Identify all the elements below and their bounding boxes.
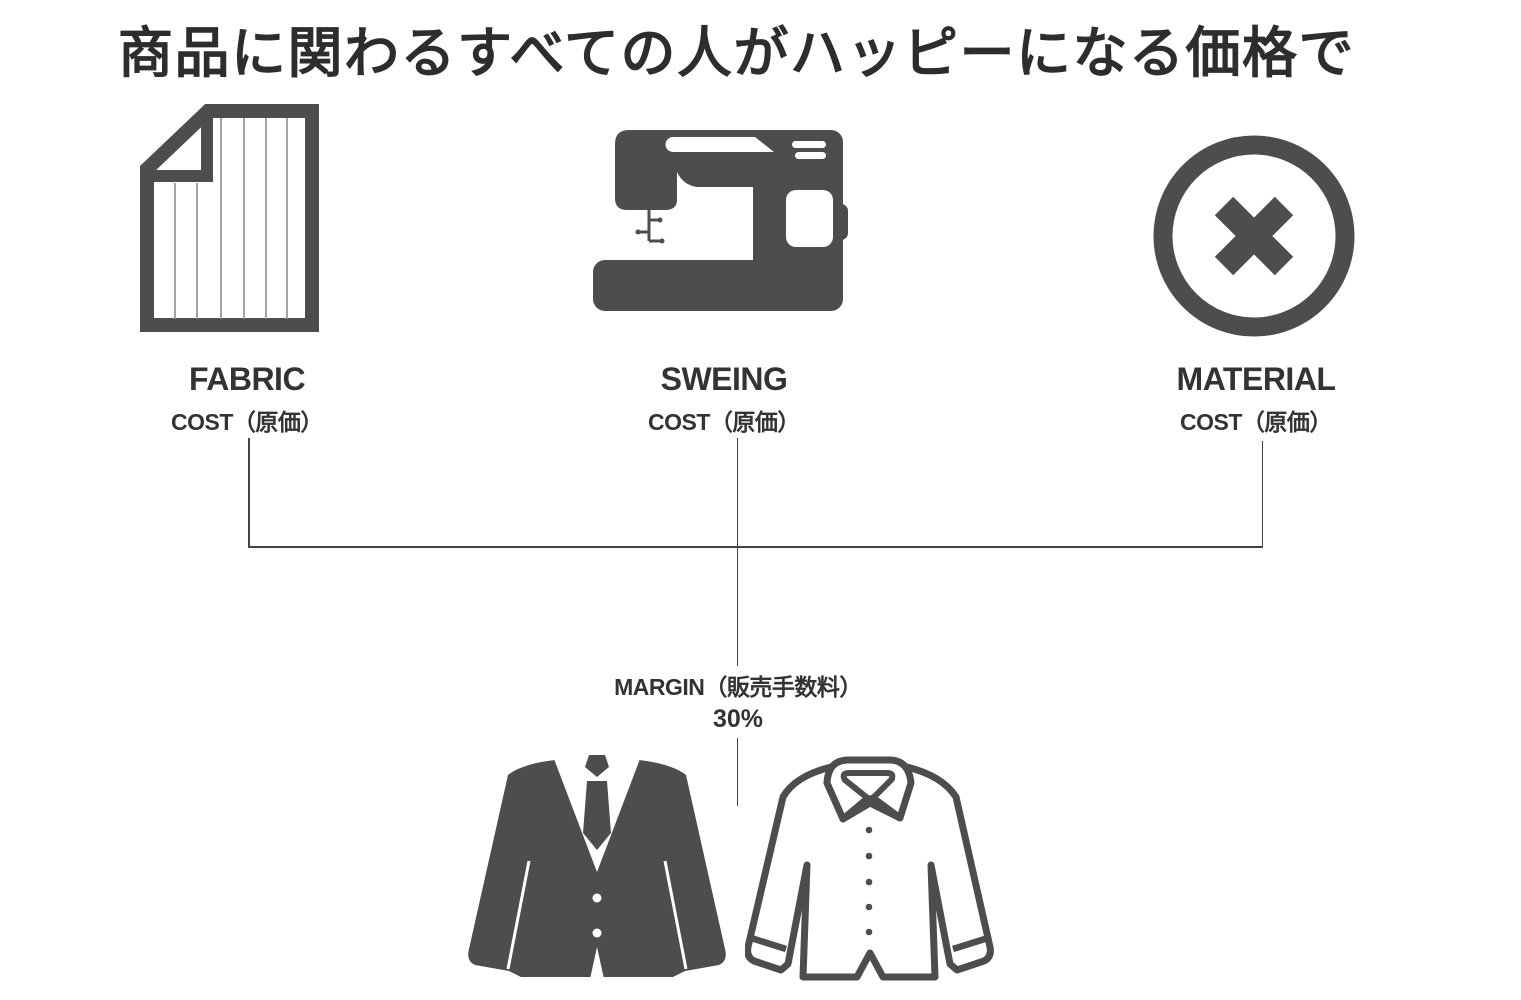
column-fabric: FABRIC COST（原価） [137,361,357,437]
margin-label: MARGIN（販売手数料） [614,674,862,700]
circle-x-icon [1151,133,1357,339]
material-cost-label: COST（原価） [1180,409,1332,436]
sewing-machine-icon [593,128,849,312]
margin-value: 30% [712,705,764,733]
dress-shirt-icon [745,751,995,987]
column-sewing: SWEING COST（原価） [614,361,834,437]
fabric-label: FABRIC [188,361,306,397]
sewing-label: SWEING [660,361,788,397]
suit-jacket-icon [464,751,730,987]
column-material: MATERIAL COST（原価） [1146,361,1366,437]
fabric-sheet-icon [139,103,323,333]
connector-vertical-fabric [248,438,250,547]
margin-node: MARGIN（販売手数料） 30% [587,666,889,738]
connector-horizontal [248,546,1263,548]
sewing-cost-label: COST（原価） [648,409,800,436]
page-title: 商品に関わるすべての人がハッピーになる価格で [118,22,1355,84]
material-label: MATERIAL [1176,361,1336,397]
connector-vertical-material [1261,441,1263,547]
connector-vertical-center [736,438,738,806]
fabric-cost-label: COST（原価） [171,409,323,436]
